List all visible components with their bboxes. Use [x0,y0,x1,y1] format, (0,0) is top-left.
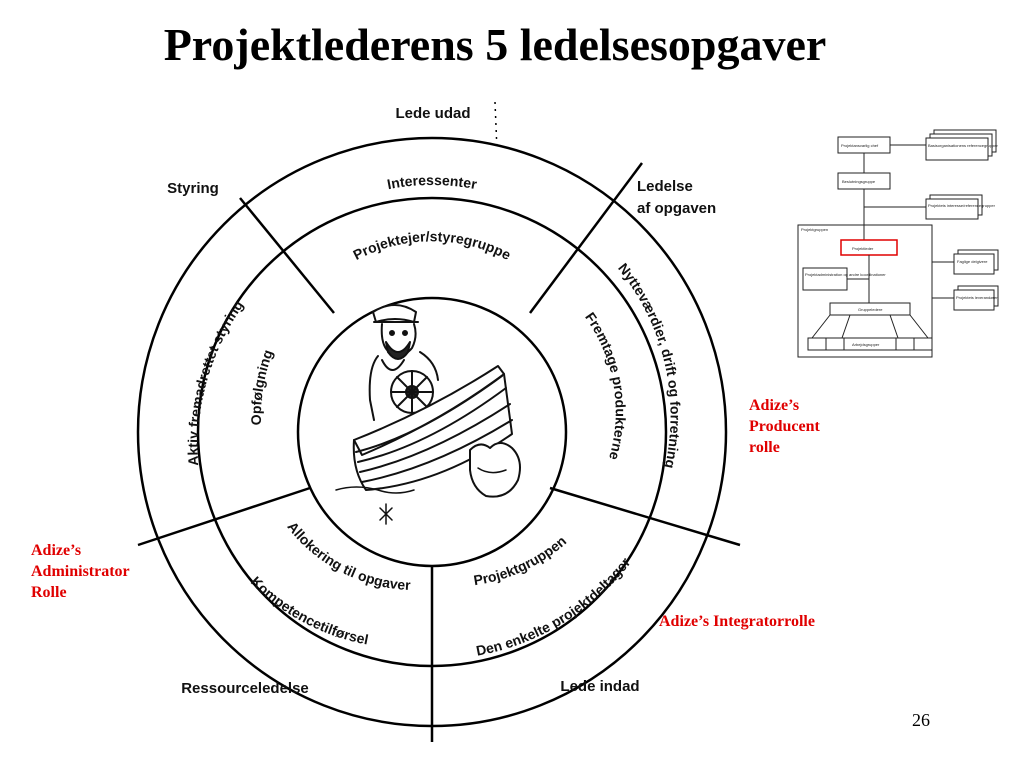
ring-label-projektejer: Projektejer/styregruppe [350,228,513,263]
org-box-leverandoerer [953,289,995,311]
org-box-gruppeledere [829,302,911,316]
ring-label-projektgruppen: Projektgruppen [472,533,569,589]
org-box-faglige [953,253,995,275]
note-integratorrolle: Adize’s Integratorrolle [659,613,815,630]
ring-label-aktiv-styring: Aktiv fremadrettet styring [185,297,247,466]
org-text-projektansvarlig: Projektansvarlig chef [841,143,879,148]
divider-top-left [239,197,335,314]
label-styring: Styring [167,180,219,197]
divider-bottom-left [137,486,311,547]
org-text-projektadmin: Projektadministration og andre koordinat… [805,272,886,277]
divider-bottom-right [549,486,741,547]
org-text-basisorganisation: Basisorganisationens referencegrupper [928,143,998,148]
captain-boat-illustration [335,304,521,525]
inner-circle [296,296,568,568]
org-box-basisorganisation [925,137,989,161]
label-lede-indad: Lede indad [560,678,639,695]
ring-label-opfoelgning: Opfølgning [248,347,276,425]
org-box-arbejdsgrupper [807,337,933,351]
page-number: 26 [912,710,930,730]
slide-title: Projektlederens 5 ledelsesopgaver [163,19,827,70]
org-text-arbejdsgrupper: Arbejdsgrupper [852,342,880,347]
note-producent-rolle: Adize’s Producent rolle [749,397,820,456]
org-label-projektgruppen: Projektgruppen [801,227,828,232]
org-text-faglige: Faglige delgivere [957,259,988,264]
ring-label-allokering: Allokering til opgaver [284,518,411,593]
label-ledelse-line2: af opgaven [637,200,716,217]
org-text-beslutningsgruppe: Beslutningsgruppe [842,179,876,184]
note-administrator-rolle: Adize’s Administrator Rolle [31,542,130,601]
org-projektgruppen-frame [797,224,933,358]
org-text-leverandoerer: Projektets leverandører [956,295,998,300]
ring-label-interessenter: Interessenter [386,172,479,192]
org-box-projektets-grupper [925,198,979,220]
ring-label-fremtage: Fremtage produkterne [582,309,629,462]
project-organization-chart: Projektgruppen Projektansvarlig chef Bas… [797,129,999,358]
ring-label-kompetence: Kompetencetilførsel [248,573,370,647]
org-text-projektets-grupper: Projektets interesse/referencegrupper [928,203,996,208]
divider-top-faint [494,101,498,151]
label-lede-udad: Lede udad [395,105,470,122]
label-ressourceledelse: Ressourceledelse [181,680,309,697]
org-text-gruppeledere: Gruppeledere [858,307,883,312]
label-ledelse-line1: Ledelse [637,178,693,195]
divider-top-right [528,162,644,314]
org-text-projektleder: Projektleder [852,246,874,251]
